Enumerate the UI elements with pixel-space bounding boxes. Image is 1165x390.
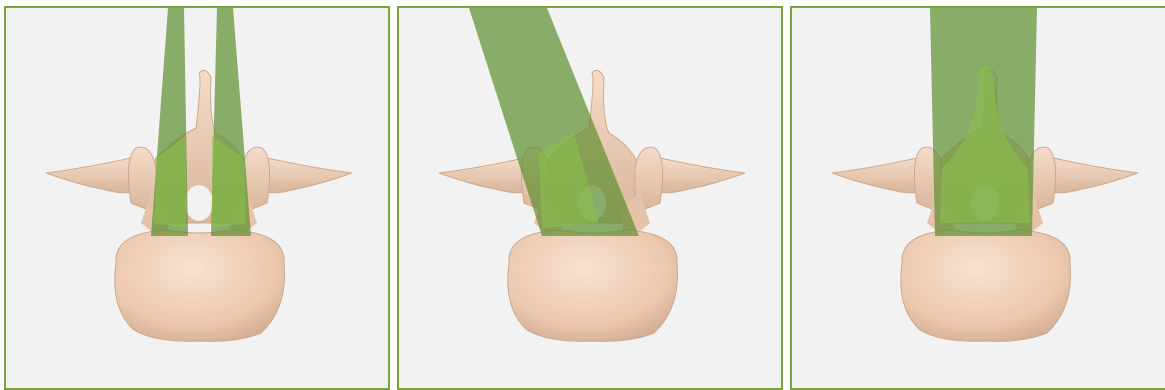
- panel-unilateral-oblique-approach: [397, 6, 783, 390]
- midline-approach-illustration: [792, 8, 1165, 390]
- bilateral-approach-illustration: [6, 8, 390, 390]
- vertebra-illustration: [46, 70, 352, 341]
- oblique-approach-illustration: [399, 8, 783, 390]
- panel-bilateral-approach: [4, 6, 390, 390]
- panel-midline-approach: [790, 6, 1165, 390]
